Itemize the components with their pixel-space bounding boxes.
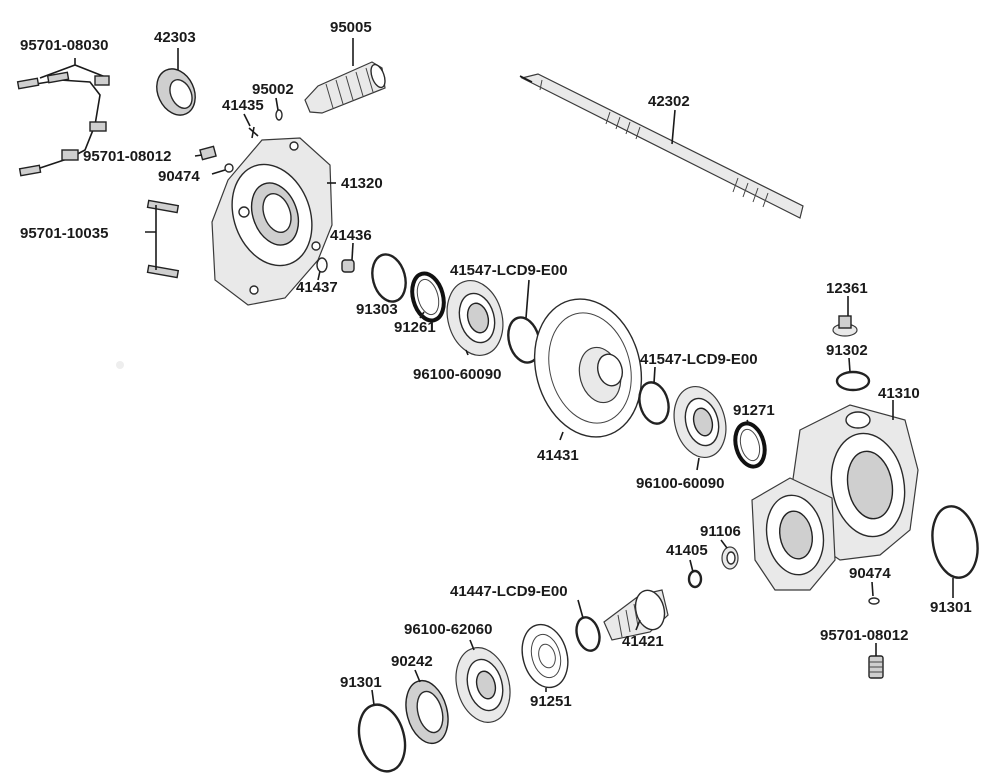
label-96100-60090-a: 96100-60090 [413, 366, 501, 383]
label-95005: 95005 [330, 19, 372, 36]
washer-90474-bottom [868, 597, 880, 605]
label-41320: 41320 [341, 175, 383, 192]
dot-mark [116, 361, 124, 369]
bearing-96100-62060 [455, 647, 511, 723]
label-90474-bottom: 90474 [849, 565, 891, 582]
clip-95002 [275, 109, 283, 121]
label-42302: 42302 [648, 93, 690, 110]
boot-95005 [304, 61, 386, 114]
label-42303: 42303 [154, 29, 196, 46]
label-12361: 12361 [826, 280, 868, 297]
gear-41431 [533, 298, 643, 438]
ring-41447 [575, 616, 601, 652]
pinion-41421 [603, 589, 669, 641]
seal-91251 [521, 623, 569, 689]
label-90474-top: 90474 [158, 168, 200, 185]
bearing-96100-60090-a [446, 280, 504, 356]
label-91302: 91302 [826, 342, 868, 359]
bearing-96100-60090-b [673, 386, 727, 458]
label-95002: 95002 [252, 81, 294, 98]
cover-housing-41320 [211, 137, 333, 306]
pin-41435 [248, 126, 259, 139]
label-41547-a: 41547-LCD9-E00 [450, 262, 568, 279]
oring-91301-left [357, 703, 407, 773]
label-41447: 41447-LCD9-E00 [450, 583, 568, 600]
washer-90474-top [224, 163, 234, 173]
studs-95701-10035 [146, 199, 180, 279]
part-labels: 95701-08030 42303 95005 95002 41435 4230… [20, 19, 972, 710]
label-41431: 41431 [537, 447, 579, 464]
label-96100-60090-b: 96100-60090 [636, 475, 724, 492]
label-91301-right: 91301 [930, 599, 972, 616]
label-91303: 91303 [356, 301, 398, 318]
seal-42303 [156, 68, 196, 116]
seal-91271 [733, 421, 767, 469]
label-91261: 91261 [394, 319, 436, 336]
leader-lines [145, 38, 954, 706]
seal-90242 [405, 679, 449, 745]
ring-41405 [687, 569, 703, 589]
label-90242: 90242 [391, 653, 433, 670]
bolt-95701-08012-top [199, 145, 217, 161]
cap-12361 [832, 315, 858, 337]
label-95701-08012-top: 95701-08012 [83, 148, 171, 165]
label-96100-62060: 96100-62060 [404, 621, 492, 638]
seal-91261 [410, 271, 446, 323]
ring-41547-b [638, 381, 670, 425]
label-41310: 41310 [878, 385, 920, 402]
label-91251: 91251 [530, 693, 572, 710]
plug-41436 [341, 259, 355, 273]
oring-91302 [835, 370, 871, 392]
label-41436: 41436 [330, 227, 372, 244]
bolt-set-95701-08030 [16, 58, 110, 177]
label-41547-b: 41547-LCD9-E00 [640, 351, 758, 368]
bolt-95701-08012-bottom [868, 655, 884, 679]
label-91271: 91271 [733, 402, 775, 419]
label-95701-10035: 95701-10035 [20, 225, 108, 242]
label-91106: 91106 [700, 523, 741, 540]
label-41421: 41421 [622, 633, 664, 650]
label-41437: 41437 [296, 279, 338, 296]
ring-91303 [371, 253, 407, 303]
gear-case-41310 [751, 404, 919, 591]
label-95701-08030: 95701-08030 [20, 37, 108, 54]
label-95701-08012-bottom: 95701-08012 [820, 627, 908, 644]
oring-41437 [316, 257, 328, 273]
label-41405: 41405 [666, 542, 708, 559]
bearing-91106 [721, 546, 739, 570]
shaft-42302 [519, 73, 804, 219]
label-41435: 41435 [222, 97, 264, 114]
oring-91301-right [931, 505, 979, 579]
label-91301-left: 91301 [340, 674, 382, 691]
